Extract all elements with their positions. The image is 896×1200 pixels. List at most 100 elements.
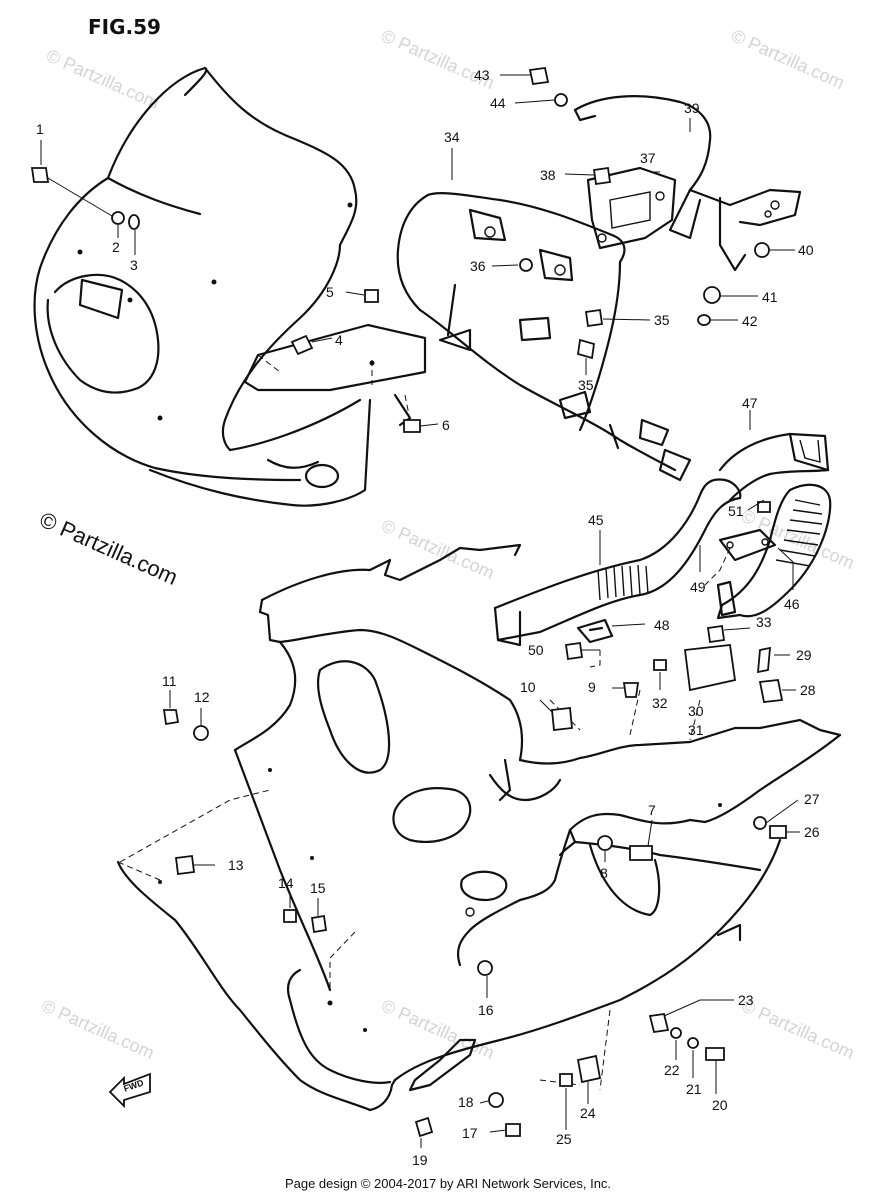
footer-copyright: Page design © 2004-2017 by ARI Network S… [285, 1176, 611, 1191]
callout: 40 [798, 242, 814, 258]
callout: 49 [690, 579, 706, 595]
callout: 24 [580, 1105, 596, 1121]
callout: 37 [640, 150, 656, 166]
callout: 38 [540, 167, 556, 183]
callout: 48 [654, 617, 670, 633]
screw-9 [622, 682, 640, 698]
callout: 39 [684, 100, 700, 116]
nut-6 [403, 419, 421, 433]
callout: 47 [742, 395, 758, 411]
screw-33 [706, 624, 726, 644]
bracket-30 [683, 644, 737, 692]
bracket-37 [586, 166, 677, 250]
nut-10 [551, 707, 573, 731]
callout: 6 [442, 417, 450, 433]
nut-16 [477, 960, 493, 976]
callout: 35 [654, 312, 670, 328]
nut-36 [519, 258, 533, 272]
callout: 26 [804, 824, 820, 840]
clip-29 [756, 646, 772, 674]
callout: 7 [648, 802, 656, 818]
upper-fairing [33, 66, 372, 507]
screw-50 [564, 641, 584, 661]
callout: 27 [804, 791, 820, 807]
callout: 28 [800, 682, 816, 698]
callout: 1 [36, 121, 44, 137]
washer-2 [111, 211, 125, 225]
callout: 34 [444, 129, 460, 145]
grommet-28 [758, 679, 784, 703]
screw-4 [290, 334, 314, 356]
screw-20 [705, 1047, 725, 1061]
washer-44 [554, 93, 568, 107]
screw-5 [364, 289, 379, 303]
watermark: © Partzilla.com [738, 505, 857, 573]
leader-lines [40, 74, 800, 1148]
callout: 51 [728, 503, 744, 519]
washer-21 [687, 1037, 699, 1049]
bolt-35a [584, 308, 604, 328]
screw-26 [769, 825, 787, 839]
nut-15 [310, 914, 328, 934]
screw-51 [757, 501, 771, 513]
washer-8 [597, 835, 613, 851]
callout-labels: 1 2 3 4 5 6 7 8 9 10 11 12 13 14 15 16 1… [36, 67, 820, 1168]
callout: 15 [310, 880, 326, 896]
callout: 30 [688, 703, 704, 719]
grommet-3 [128, 214, 140, 230]
cushion-41 [703, 286, 721, 304]
callout: 4 [335, 332, 343, 348]
screw-1 [30, 167, 50, 183]
callout: 20 [712, 1097, 728, 1113]
screw-17 [505, 1123, 521, 1137]
callout: 21 [686, 1081, 702, 1097]
screw-11 [162, 709, 180, 726]
nut-12 [193, 725, 209, 741]
callout: 8 [600, 865, 608, 881]
callout: 32 [652, 695, 668, 711]
collar-42 [697, 314, 711, 326]
callout: 35 [578, 377, 594, 393]
air-duct-upper [718, 432, 830, 502]
callout: 18 [458, 1094, 474, 1110]
callout: 3 [130, 257, 138, 273]
callout: 43 [474, 67, 490, 83]
callout: 5 [326, 284, 334, 300]
callout: 31 [688, 722, 704, 738]
bolt-35b [576, 338, 596, 360]
bolt-32 [653, 659, 667, 671]
callout: 23 [738, 992, 754, 1008]
callout: 22 [664, 1062, 680, 1078]
bolt-38 [592, 166, 612, 186]
callout: 41 [762, 289, 778, 305]
watermark: © Partzilla.com [38, 995, 157, 1063]
callout: 9 [588, 679, 596, 695]
callout: 12 [194, 689, 210, 705]
callout: 17 [462, 1125, 478, 1141]
callout: 46 [784, 596, 800, 612]
callout: 50 [528, 642, 544, 658]
callout: 16 [478, 1002, 494, 1018]
bracket-24 [576, 1054, 602, 1084]
assembly-lines [117, 354, 731, 1091]
air-duct-left [493, 478, 742, 647]
washer-27 [753, 816, 767, 830]
nut-40 [754, 242, 770, 258]
callout: 25 [556, 1131, 572, 1147]
figure-title: FIG.59 [88, 15, 161, 39]
clip-19 [414, 1116, 434, 1138]
washer-18 [488, 1092, 504, 1108]
callout: 14 [278, 875, 294, 891]
forward-arrow-icon: FWD [108, 1072, 151, 1109]
callout: 45 [588, 512, 604, 528]
watermark: © Partzilla.com [728, 25, 847, 93]
nut-23 [648, 1012, 670, 1034]
screw-7 [629, 845, 653, 861]
fasteners [30, 66, 787, 1138]
callout: 42 [742, 313, 758, 329]
callout: 29 [796, 647, 812, 663]
bolt-43 [528, 66, 550, 86]
callout: 2 [112, 239, 120, 255]
